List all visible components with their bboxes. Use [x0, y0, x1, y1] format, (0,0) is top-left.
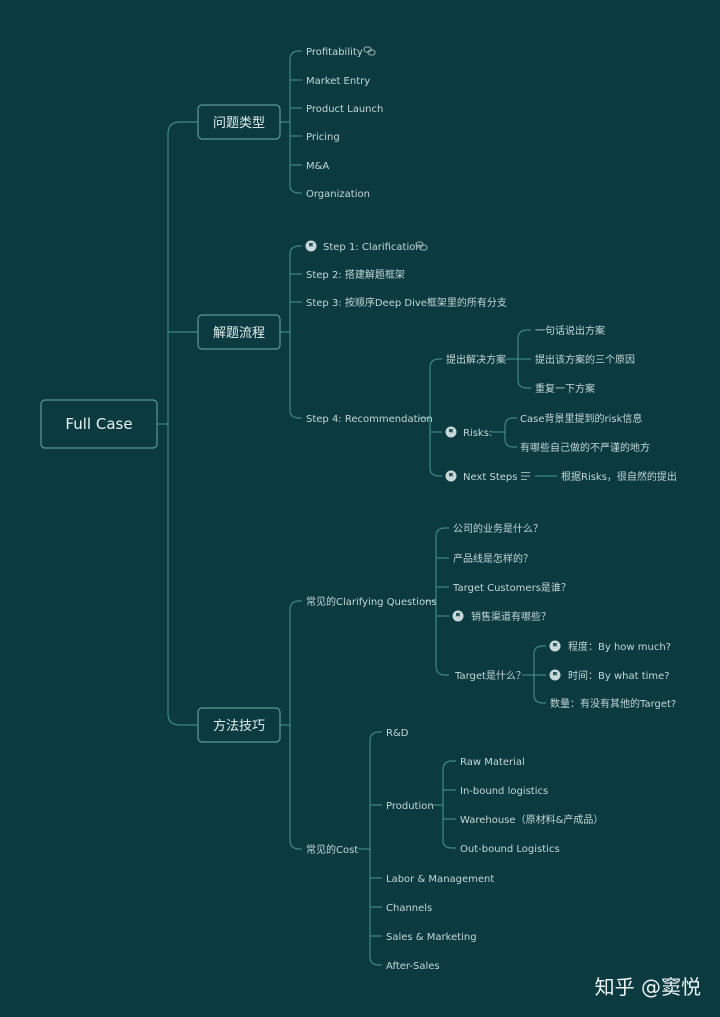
solution-node[interactable]: 提出解决方案 — [446, 353, 506, 366]
branch-methods-label: 方法技巧 — [213, 718, 265, 734]
solution-item[interactable]: 一句话说出方案 — [535, 324, 605, 337]
flag-icon — [445, 426, 457, 438]
next-steps-note[interactable]: 根据Risks，很自然的提出 — [561, 470, 677, 483]
production-item[interactable]: In-bound logistics — [460, 786, 548, 797]
flag-icon — [305, 240, 317, 252]
next-steps-node[interactable]: Next Steps — [463, 472, 517, 483]
target-item[interactable]: 程度：By how much? — [568, 640, 671, 653]
link-icon[interactable] — [363, 46, 376, 56]
question-type-item[interactable]: Profitability — [306, 47, 363, 58]
risk-item[interactable]: Case背景里提到的risk信息 — [520, 412, 642, 425]
cost-item[interactable]: R&D — [386, 728, 409, 739]
process-step-1[interactable]: Step 1: Clarification — [323, 242, 422, 253]
risks-node[interactable]: Risks: — [463, 428, 492, 439]
notes-icon[interactable] — [521, 471, 530, 481]
branch-solving-process-label: 解题流程 — [213, 326, 265, 341]
branch-question-types-box[interactable] — [197, 104, 281, 140]
branch-methods-box[interactable] — [197, 707, 281, 743]
common-cost-node[interactable]: 常见的Cost — [306, 843, 358, 856]
flag-icon — [549, 669, 561, 681]
flag-icon — [549, 640, 561, 652]
target-node[interactable]: Target是什么？ — [454, 670, 526, 682]
question-type-item[interactable]: Product Launch — [306, 104, 383, 115]
production-item[interactable]: Raw Material — [460, 757, 525, 768]
clarifying-question-item[interactable]: 公司的业务是什么？ — [453, 522, 543, 535]
branch-question-types-label: 问题类型 — [213, 116, 265, 131]
flag-icon — [452, 610, 464, 622]
branch-solving-process-box[interactable] — [197, 314, 281, 350]
production-node[interactable]: Prodution — [386, 801, 434, 812]
clarifying-question-item[interactable]: 销售渠道有哪些？ — [471, 610, 551, 623]
cost-item[interactable]: Labor & Management — [386, 874, 494, 885]
target-item[interactable]: 数量：有没有其他的Target? — [550, 697, 676, 710]
clarifying-question-item[interactable]: 产品线是怎样的？ — [453, 552, 533, 565]
link-icon[interactable] — [415, 241, 428, 251]
connector-lines — [157, 50, 557, 966]
cost-item[interactable]: Sales & Marketing — [386, 932, 477, 943]
root-node-box[interactable] — [40, 399, 158, 449]
process-step-3[interactable]: Step 3: 按顺序Deep Dive框架里的所有分支 — [306, 296, 507, 309]
cost-item[interactable]: Channels — [386, 903, 432, 914]
clarifying-question-item[interactable]: Target Customers是谁？ — [452, 582, 571, 594]
risk-item[interactable]: 有哪些自己做的不严谨的地方 — [520, 441, 650, 454]
process-step-2[interactable]: Step 2: 搭建解题框架 — [306, 268, 405, 281]
cost-item[interactable]: After-Sales — [386, 961, 440, 972]
question-type-item[interactable]: M&A — [306, 161, 329, 172]
flag-icon — [445, 470, 457, 482]
question-type-item[interactable]: Organization — [306, 189, 370, 200]
question-type-item[interactable]: Market Entry — [306, 76, 370, 87]
question-type-item[interactable]: Pricing — [306, 132, 340, 143]
target-item[interactable]: 时间：By what time? — [568, 669, 670, 682]
process-step-4[interactable]: Step 4: Recommendation — [306, 414, 433, 425]
clarifying-questions-node[interactable]: 常见的Clarifying Questions — [306, 595, 437, 608]
solution-item[interactable]: 提出该方案的三个原因 — [535, 353, 635, 366]
solution-item[interactable]: 重复一下方案 — [535, 382, 595, 395]
production-item[interactable]: Out-bound Logistics — [460, 844, 560, 855]
root-node-label: Full Case — [65, 415, 132, 433]
production-item[interactable]: Warehouse（原材料&产成品） — [460, 813, 603, 826]
watermark: 知乎 @窦悦 — [595, 975, 701, 999]
